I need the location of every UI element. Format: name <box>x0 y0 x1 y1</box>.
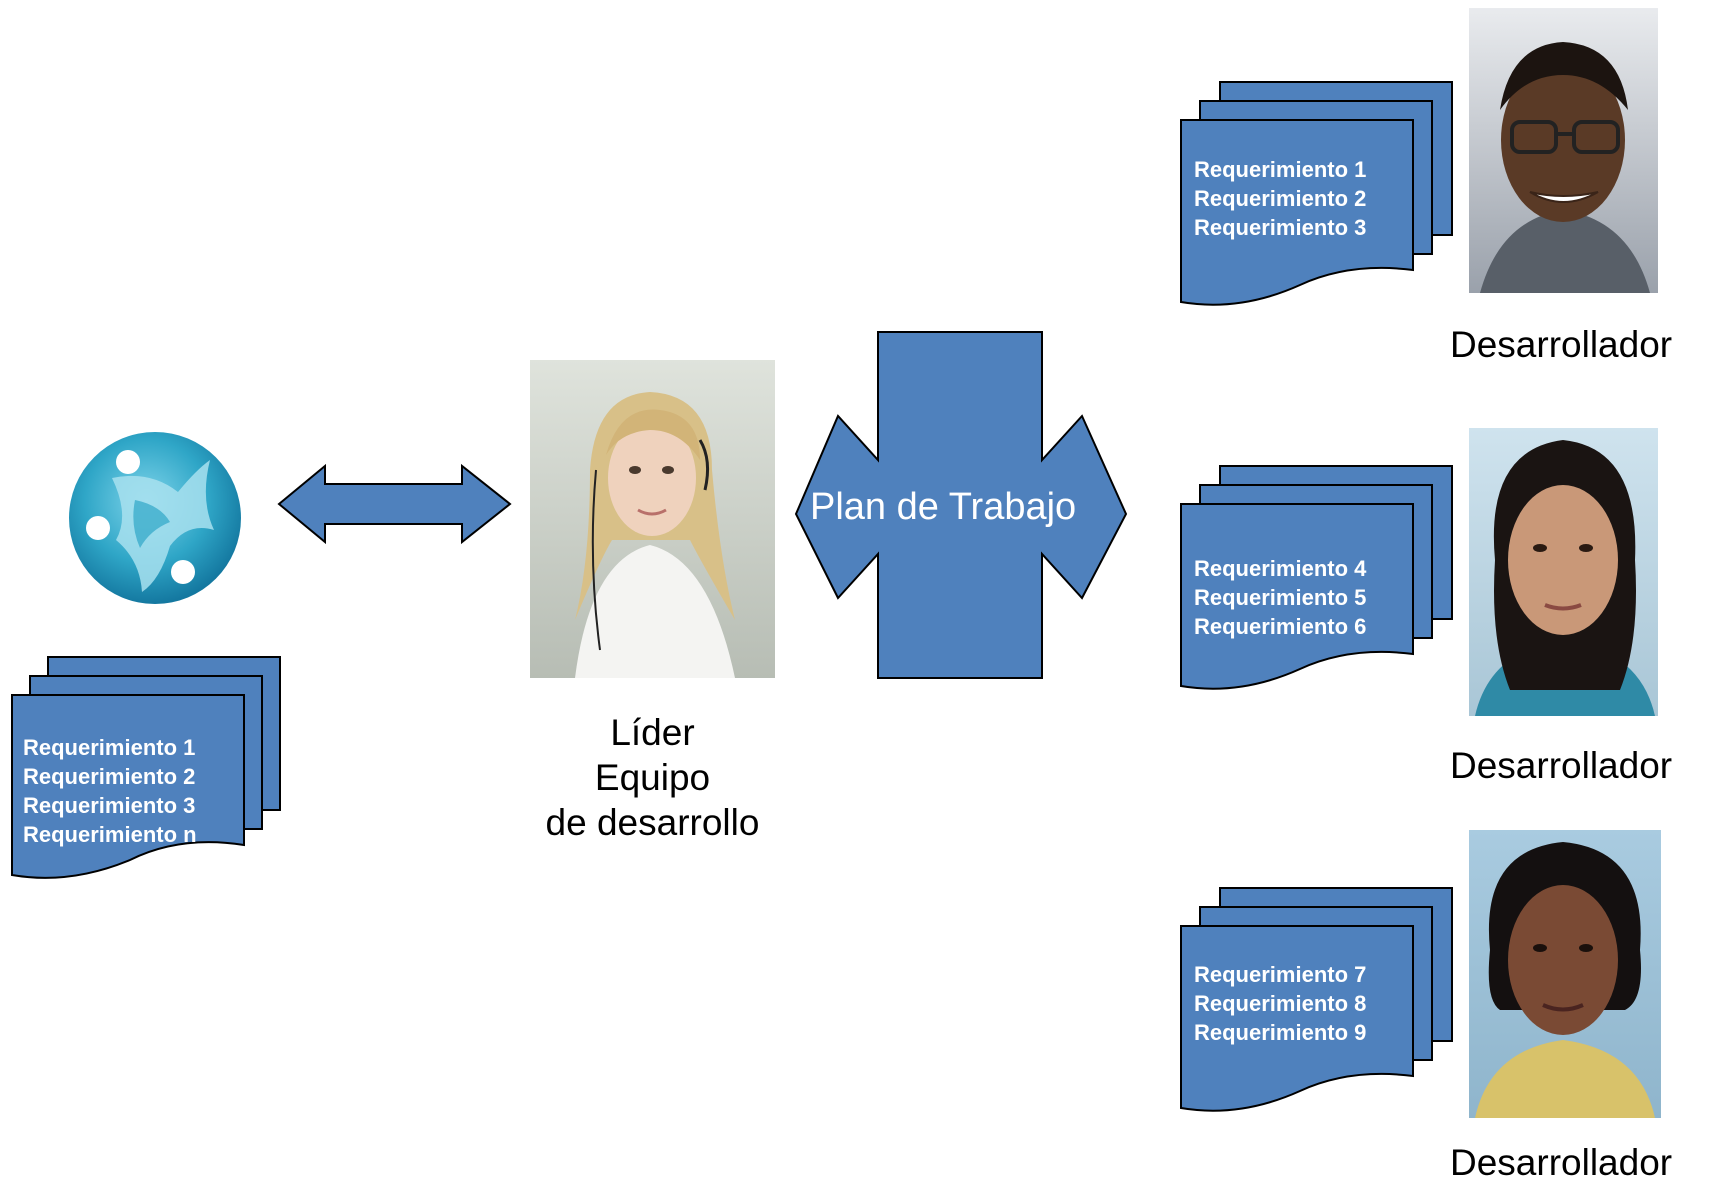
list-item: Requerimiento 7 <box>1194 962 1367 987</box>
developer-2-photo <box>1469 428 1658 716</box>
system-leader-arrow <box>277 463 512 545</box>
list-item: Requerimiento 4 <box>1194 556 1367 581</box>
leader-caption-line2: Equipo <box>594 757 711 798</box>
plan-arrow <box>794 331 1128 679</box>
developer-2-requirements-list: Requerimiento 4 Requerimiento 5 Requerim… <box>1194 554 1366 641</box>
plan-label: Plan de Trabajo <box>810 486 1077 528</box>
developer-3-caption: Desarrollador <box>1450 1142 1673 1183</box>
list-item: Requerimiento n <box>23 822 197 847</box>
developer-1-requirements-list: Requerimiento 1 Requerimiento 2 Requerim… <box>1194 155 1366 242</box>
list-item: Requerimiento 2 <box>23 764 196 789</box>
developer-1-requirements-doc <box>1180 81 1453 306</box>
leader-caption-line3: de desarrollo <box>545 802 760 843</box>
developer-1-caption: Desarrollador <box>1450 324 1673 365</box>
developer-2-caption: Desarrollador <box>1450 745 1673 786</box>
list-item: Requerimiento 2 <box>1194 186 1367 211</box>
list-item: Requerimiento 6 <box>1194 614 1367 639</box>
list-item: Requerimiento 9 <box>1194 1020 1367 1045</box>
system-requirements-list: Requerimiento 1 Requerimiento 2 Requerim… <box>23 733 197 849</box>
developer-1-photo <box>1469 8 1658 293</box>
system-sphere-icon <box>69 432 241 604</box>
developer-3-photo <box>1469 830 1661 1118</box>
system-requirements-doc <box>11 656 281 879</box>
list-item: Requerimiento 1 <box>23 735 196 760</box>
list-item: Requerimiento 1 <box>1194 157 1367 182</box>
list-item: Requerimiento 8 <box>1194 991 1367 1016</box>
list-item: Requerimiento 5 <box>1194 585 1367 610</box>
developer-3-requirements-list: Requerimiento 7 Requerimiento 8 Requerim… <box>1194 960 1366 1047</box>
leader-caption: Líder Equipo de desarrollo <box>520 710 785 845</box>
list-item: Requerimiento 3 <box>23 793 196 818</box>
developer-2-requirements-doc <box>1180 465 1453 690</box>
leader-photo <box>530 360 775 678</box>
list-item: Requerimiento 3 <box>1194 215 1367 240</box>
leader-caption-line1: Líder <box>610 712 695 753</box>
developer-3-requirements-doc <box>1180 887 1453 1112</box>
